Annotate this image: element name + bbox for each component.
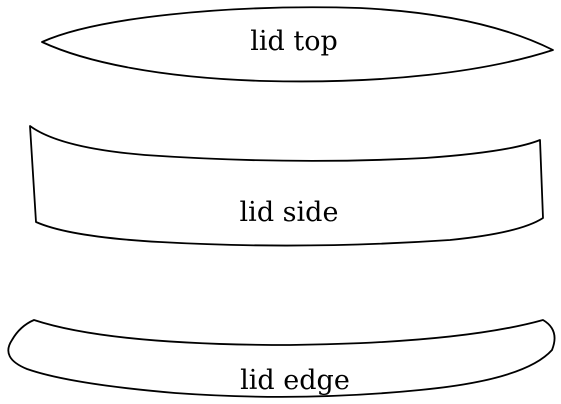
lid-edge-label: lid edge xyxy=(240,365,350,396)
lid-top-label: lid top xyxy=(250,26,338,57)
lid-side-outline xyxy=(29,125,544,247)
lid-side-piece: lid side xyxy=(29,125,544,247)
lid-top-outline xyxy=(41,6,554,83)
lid-side-label: lid side xyxy=(240,197,339,228)
lid-top-piece: lid top xyxy=(41,6,554,83)
lid-edge-piece: lid edge xyxy=(7,319,556,398)
lid-edge-outline xyxy=(7,319,556,398)
